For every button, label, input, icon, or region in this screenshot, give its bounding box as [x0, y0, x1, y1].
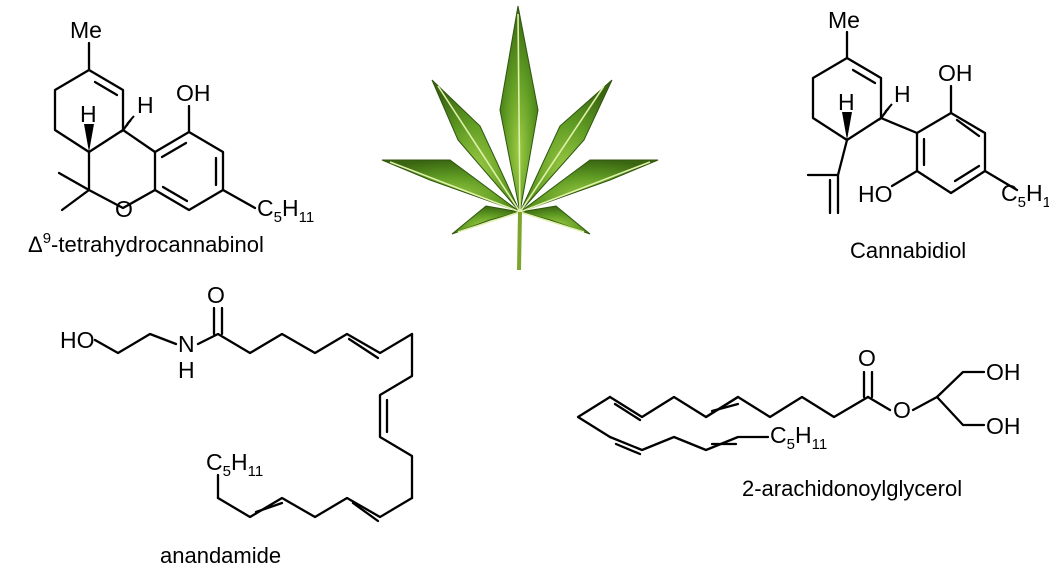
- thc-o-label: O: [115, 196, 133, 222]
- 2ag-o-ester-label: O: [893, 397, 911, 423]
- 2ag-structure: O O OH OH C5H11 2-arachidonoylglycerol: [576, 345, 1021, 501]
- aea-n-label: N: [178, 331, 195, 357]
- anandamide-structure: HO O N H C5H11 anandamide: [60, 282, 414, 568]
- cbd-me-label: Me: [828, 7, 860, 33]
- aea-nh-label: H: [178, 357, 195, 383]
- thc-oh-label: OH: [176, 80, 211, 106]
- cannabis-leaf-image: [381, 5, 659, 271]
- thc-bonds: [53, 41, 257, 212]
- thc-c5h11-label: C5H11: [257, 195, 314, 226]
- cbd-structure: Me OH H H HO C5H11 Cannabidiol: [806, 7, 1049, 263]
- thc-hash-h2: [120, 115, 135, 133]
- 2ag-bonds: [576, 370, 986, 456]
- leaf-blade-right: [519, 79, 613, 213]
- thc-name: Δ9-tetrahydrocannabinol: [28, 230, 264, 257]
- aea-c5h11-label: C5H11: [206, 449, 263, 480]
- 2ag-name: 2-arachidonoylglycerol: [742, 476, 962, 501]
- 2ag-c5h11-label: C5H11: [770, 422, 827, 453]
- cbd-bonds: [806, 30, 1019, 215]
- leaf-veins: [389, 13, 651, 233]
- cbd-h2-label: H: [894, 81, 911, 107]
- anandamide-bonds: [93, 306, 414, 523]
- thc-h2-label: H: [137, 92, 154, 118]
- thc-h1-label: H: [80, 101, 97, 127]
- cbd-oh-top-label: OH: [938, 60, 973, 86]
- 2ag-oh-bottom-label: OH: [986, 413, 1021, 439]
- thc-me-label: Me: [70, 17, 102, 43]
- thc-wedge-h1: [84, 124, 94, 152]
- leaf-blade-lower-right: [519, 205, 591, 235]
- cbd-h1-label: H: [838, 89, 855, 115]
- cbd-wedge-h1: [842, 112, 852, 140]
- cbd-ho-bottom-label: HO: [858, 181, 893, 207]
- aea-ho-label: HO: [60, 327, 95, 353]
- anandamide-name: anandamide: [160, 543, 281, 568]
- thc-structure: Me OH H H O C5H11 Δ9-tetrahydrocannabino…: [28, 17, 314, 257]
- leaf-stem: [517, 211, 522, 271]
- leaf-blade-lower-left: [451, 205, 521, 235]
- 2ag-oh-top-label: OH: [986, 359, 1021, 385]
- cbd-hash-h2: [878, 103, 893, 121]
- aea-o-label: O: [207, 282, 225, 308]
- cbd-name: Cannabidiol: [850, 238, 966, 263]
- cbd-c5h11-label: C5H11: [1001, 180, 1049, 211]
- 2ag-o-carbonyl-label: O: [858, 345, 876, 371]
